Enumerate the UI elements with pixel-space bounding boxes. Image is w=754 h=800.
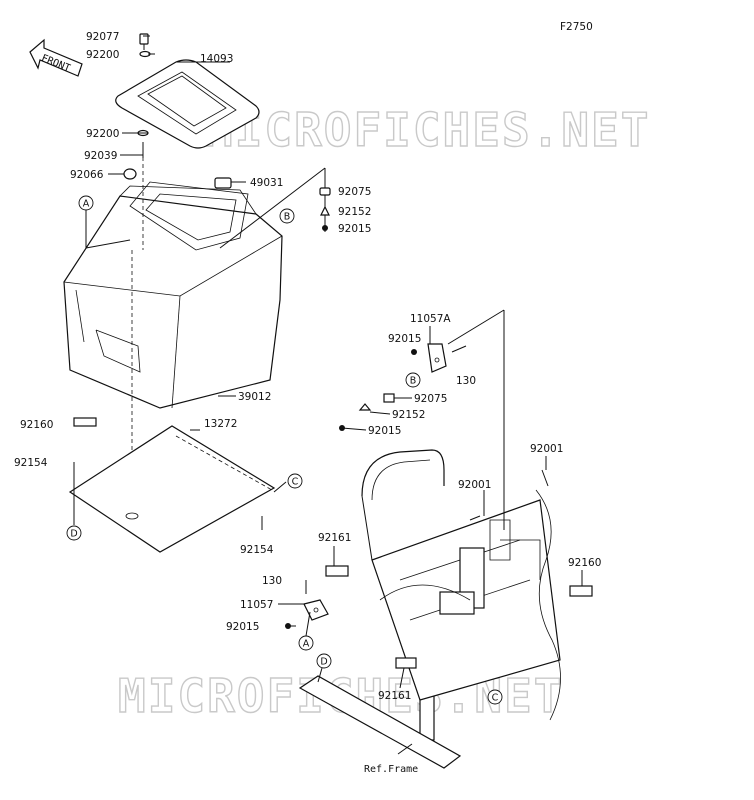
nut-92152-icon bbox=[320, 205, 330, 216]
label-92200-mid: 92200 bbox=[86, 128, 119, 140]
label-92161-top: 92161 bbox=[318, 532, 351, 544]
svg-text:C: C bbox=[492, 693, 499, 704]
label-130-bottom: 130 bbox=[262, 575, 282, 587]
bolt-92001b-icon bbox=[541, 469, 549, 487]
tray-13272 bbox=[68, 425, 276, 553]
label-92075-top: 92075 bbox=[338, 186, 371, 198]
bracket-11057 bbox=[303, 599, 329, 621]
label-92152-frame: 92152 bbox=[392, 409, 425, 421]
label-92039: 92039 bbox=[84, 150, 117, 162]
label-92200-top: 92200 bbox=[86, 49, 119, 61]
callout-B-frame: B bbox=[405, 372, 421, 388]
cap-92075-icon bbox=[319, 187, 331, 196]
vehicle-frame bbox=[298, 449, 561, 769]
nut-92152b-icon bbox=[358, 403, 372, 411]
label-92015-frame-mid: 92015 bbox=[368, 425, 401, 437]
bumper-92066-icon bbox=[123, 168, 137, 180]
label-92154-right: 92154 bbox=[240, 544, 274, 556]
callout-B-top: B bbox=[279, 208, 295, 224]
label-39012: 39012 bbox=[238, 391, 271, 403]
svg-text:C: C bbox=[292, 477, 299, 488]
label-92075-frame: 92075 bbox=[414, 393, 447, 405]
label-92001-left: 92001 bbox=[458, 479, 491, 491]
label-92015-frame-top: 92015 bbox=[388, 333, 421, 345]
screw-92015-icon bbox=[322, 225, 328, 231]
label-ref-frame: Ref.Frame bbox=[364, 764, 418, 775]
label-92160-right: 92160 bbox=[568, 557, 601, 569]
bracket-11057A bbox=[427, 343, 447, 373]
svg-text:B: B bbox=[284, 212, 291, 223]
svg-text:B: B bbox=[410, 376, 417, 387]
watermark-top: MICROFICHES.NET bbox=[205, 103, 650, 157]
bolt-130a-icon bbox=[451, 345, 467, 353]
part-labels: 92077 92200 14093 92200 92039 92066 4903… bbox=[14, 31, 601, 775]
label-92160-left: 92160 bbox=[20, 419, 53, 431]
pad-92161b-icon bbox=[395, 657, 417, 669]
svg-text:D: D bbox=[320, 657, 327, 668]
label-130-top: 130 bbox=[456, 375, 476, 387]
label-14093: 14093 bbox=[200, 53, 233, 65]
svg-text:A: A bbox=[83, 199, 90, 210]
label-13272: 13272 bbox=[204, 418, 237, 430]
label-92077: 92077 bbox=[86, 31, 119, 43]
callout-C-tray: C bbox=[287, 473, 303, 489]
label-92001-right: 92001 bbox=[530, 443, 563, 455]
front-arrow-icon: FRONT bbox=[29, 38, 83, 77]
label-92152-top: 92152 bbox=[338, 206, 371, 218]
pad-92161a-icon bbox=[325, 565, 349, 577]
screw-92015b-icon bbox=[411, 349, 417, 355]
storage-box-39012 bbox=[63, 181, 283, 409]
pad-92160-icon bbox=[73, 417, 97, 427]
label-11057: 11057 bbox=[240, 599, 273, 611]
diagram-code: F2750 bbox=[560, 21, 593, 33]
label-49031: 49031 bbox=[250, 177, 283, 189]
label-92161-bottom: 92161 bbox=[378, 690, 411, 702]
callout-A-top: A bbox=[78, 195, 131, 249]
callout-D-tray: D bbox=[66, 510, 82, 541]
callout-C-frame: C bbox=[487, 689, 503, 705]
label-92015-top: 92015 bbox=[338, 223, 371, 235]
svg-text:A: A bbox=[303, 639, 310, 650]
pad-92160b-icon bbox=[569, 585, 593, 597]
label-11057A: 11057A bbox=[410, 313, 451, 325]
bolt-92001a-icon bbox=[469, 515, 481, 521]
lid-14093 bbox=[115, 59, 260, 149]
callout-A-frame: A bbox=[298, 635, 314, 651]
label-92154-left: 92154 bbox=[14, 457, 48, 469]
label-92066: 92066 bbox=[70, 169, 104, 181]
clip-49031-icon bbox=[214, 177, 232, 189]
svg-text:D: D bbox=[70, 529, 77, 540]
callout-D-frame: D bbox=[316, 653, 332, 669]
label-92015-bottom: 92015 bbox=[226, 621, 259, 633]
cap-92075b-icon bbox=[383, 393, 395, 403]
